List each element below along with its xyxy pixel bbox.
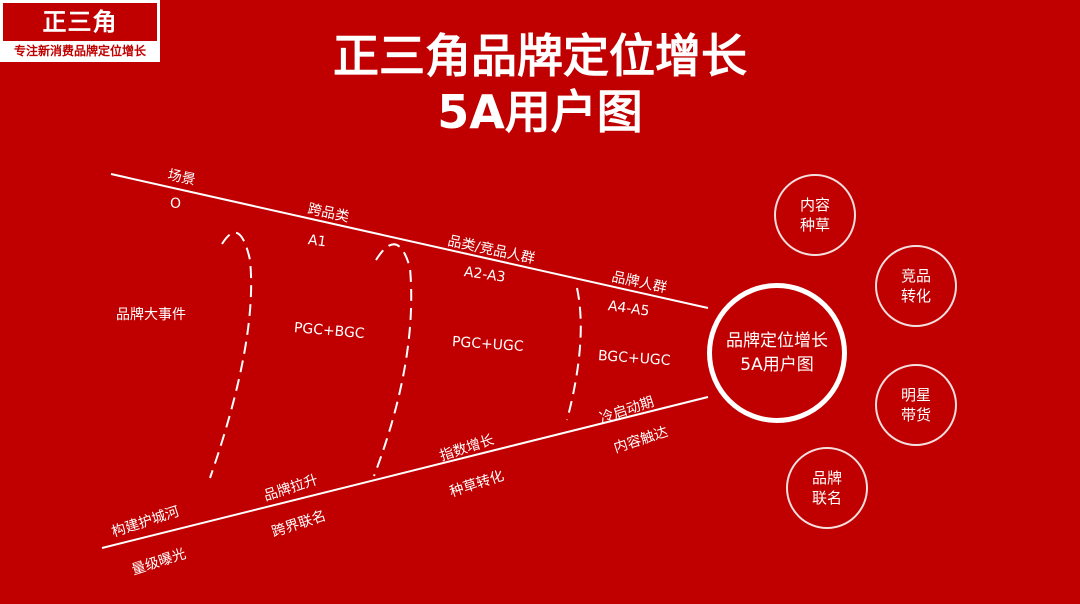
stage-o: O	[170, 196, 182, 212]
satellite-line2: 种草	[799, 216, 830, 234]
satellite-line2: 转化	[900, 287, 931, 305]
satellite-line2: 联名	[811, 489, 842, 507]
hub-line1: 品牌定位增长	[726, 331, 828, 351]
satellite-content-seeding: 内容 种草	[774, 174, 856, 256]
stage-divider-3	[566, 287, 582, 421]
funnel-top-line	[110, 173, 709, 309]
logo-name: 正三角	[3, 3, 157, 41]
funnel-bottom-line	[101, 396, 709, 549]
stage-a1: A1	[306, 232, 328, 251]
hub-circle: 品牌定位增长 5A用户图	[707, 283, 847, 423]
satellite-line1: 品牌	[811, 469, 842, 487]
satellite-line1: 竞品	[900, 267, 931, 285]
hub-line2: 5A用户图	[740, 355, 814, 375]
satellite-line2: 带货	[900, 406, 931, 424]
satellite-line1: 明星	[900, 386, 931, 404]
content-brand-event: 品牌大事件	[116, 307, 186, 323]
satellite-celebrity-sales: 明星 带货	[875, 364, 957, 446]
satellite-line1: 内容	[799, 196, 830, 214]
stage-divider-1	[209, 231, 253, 479]
page-title: 正三角品牌定位增长	[333, 29, 747, 83]
satellite-competitor-conversion: 竞品 转化	[875, 245, 957, 327]
satellite-brand-collab: 品牌 联名	[786, 447, 868, 529]
stage-divider-2	[373, 243, 413, 477]
brand-logo: 正三角 专注新消费品牌定位增长	[0, 0, 160, 62]
logo-tagline: 专注新消费品牌定位增长	[13, 44, 146, 58]
page-subtitle: 5A用户图	[437, 85, 643, 139]
